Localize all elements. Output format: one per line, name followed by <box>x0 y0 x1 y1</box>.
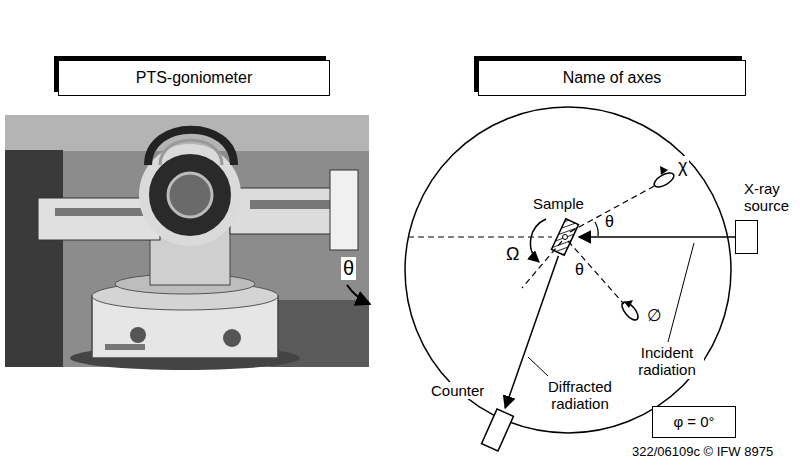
arm-detail <box>55 208 145 216</box>
xray-source-box: X-ray source <box>735 220 758 254</box>
sample-stage <box>168 173 212 217</box>
sample-rect <box>551 219 578 256</box>
angle-symbol: θ <box>603 213 616 231</box>
detector-housing <box>330 170 358 250</box>
goniometer-circle <box>405 107 731 433</box>
angle-symbol: θ <box>341 257 356 280</box>
counter-shape <box>481 408 514 452</box>
theta-rotation <box>347 285 370 304</box>
phi-rotation <box>619 299 641 322</box>
header-box: Name of axes <box>478 60 746 96</box>
top-handle <box>148 130 234 165</box>
control-knob <box>130 327 146 343</box>
top-handle <box>160 140 222 165</box>
goniometer-photo <box>5 115 369 370</box>
phi-rotation-head <box>624 300 633 308</box>
sample-center <box>563 235 568 240</box>
nameplate <box>105 344 145 350</box>
part-label: Sample <box>531 195 586 212</box>
axis-symbol: Ω <box>504 244 521 265</box>
photo-ground <box>5 115 369 367</box>
counter-box: Counter <box>481 408 514 452</box>
counter-rect <box>482 409 514 451</box>
phi-axis <box>568 241 624 304</box>
figure-code: 322/06109c © IFW 8975 <box>630 445 775 460</box>
control-knob <box>223 329 241 347</box>
beam-label: Diffracted radiation <box>540 378 620 413</box>
axis-symbol: ∅ <box>645 306 664 326</box>
leader-line <box>528 357 548 376</box>
axis-symbol: χ <box>676 156 689 177</box>
angle-box: φ = 0° <box>652 406 736 438</box>
part-label: Counter <box>429 382 486 399</box>
beam-label: Incident radiation <box>630 344 704 379</box>
axes-diagram <box>347 107 731 433</box>
leader-line <box>668 243 694 342</box>
sample-holder: Sample <box>551 218 579 256</box>
photo-shadow <box>5 150 63 367</box>
part-label: X-ray source <box>742 180 800 215</box>
angle-symbol: θ <box>573 261 586 279</box>
chi-rotation <box>652 170 676 190</box>
panel-heading: PTS-goniometer <box>136 69 253 87</box>
angle-arc <box>595 222 598 236</box>
arm-detail <box>250 200 335 209</box>
header-box: PTS-goniometer <box>58 60 330 96</box>
sample-shape <box>551 218 579 256</box>
omega-rotation <box>531 219 546 262</box>
part-label: φ = 0° <box>673 413 714 430</box>
panel-heading: Name of axes <box>563 69 662 87</box>
chi-rotation-head <box>660 166 668 175</box>
beam-line <box>579 236 735 238</box>
